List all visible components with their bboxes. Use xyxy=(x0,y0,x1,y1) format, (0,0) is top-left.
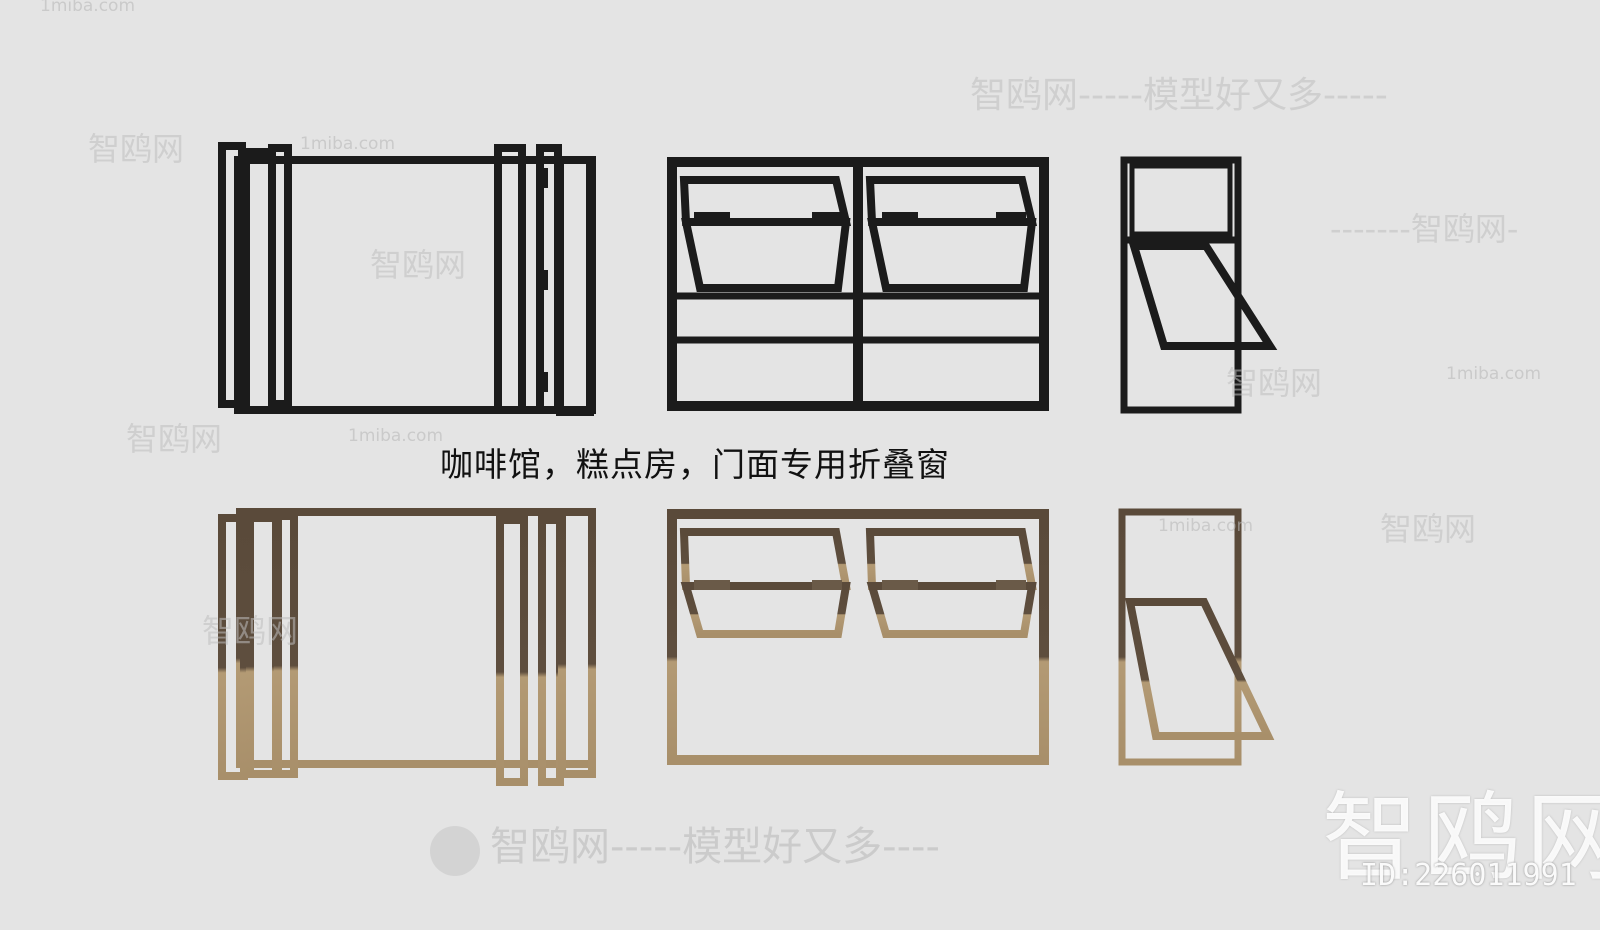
black-awning-double-window xyxy=(667,157,1049,411)
wood-folding-window xyxy=(218,508,596,786)
watermark-footer: 智鸥网-----模型好又多---- xyxy=(490,824,940,870)
watermark-site: 1miba.com xyxy=(1158,516,1254,536)
page-caption: 咖啡馆，糕点房，门面专用折叠窗 xyxy=(440,445,950,484)
watermark-brand: 智鸥网 xyxy=(88,130,185,168)
watermark-brand: 智鸥网 xyxy=(202,612,299,650)
watermark-right-brand: -------智鸥网- xyxy=(1330,210,1519,248)
watermark-brand: 智鸥网 xyxy=(1380,510,1477,548)
watermark-brand: 智鸥网 xyxy=(1226,364,1323,402)
wood-top-hung-window xyxy=(1118,508,1275,766)
watermark-site: 1miba.com xyxy=(40,0,136,16)
watermark-brand: 智鸥网 xyxy=(370,246,467,284)
model-id-label: ID:226011991 xyxy=(1360,858,1577,893)
watermark-site: 1miba.com xyxy=(1446,364,1542,384)
watermark-site: 1miba.com xyxy=(300,134,396,154)
black-folding-window xyxy=(218,142,596,416)
watermark-slogan: 智鸥网-----模型好又多----- xyxy=(970,75,1388,116)
brand-logo-icon xyxy=(430,826,480,876)
black-folding-hinges xyxy=(218,168,548,392)
black-awning-stays xyxy=(694,212,1026,220)
black-top-hung-window xyxy=(1120,156,1278,414)
watermark-site: 1miba.com xyxy=(348,426,444,446)
watermark-brand: 智鸥网 xyxy=(126,420,223,458)
watermark-big-brand: 智鸥网 xyxy=(1322,782,1600,894)
wood-awning-stays xyxy=(694,580,1026,590)
wood-awning-double-window xyxy=(667,509,1049,765)
